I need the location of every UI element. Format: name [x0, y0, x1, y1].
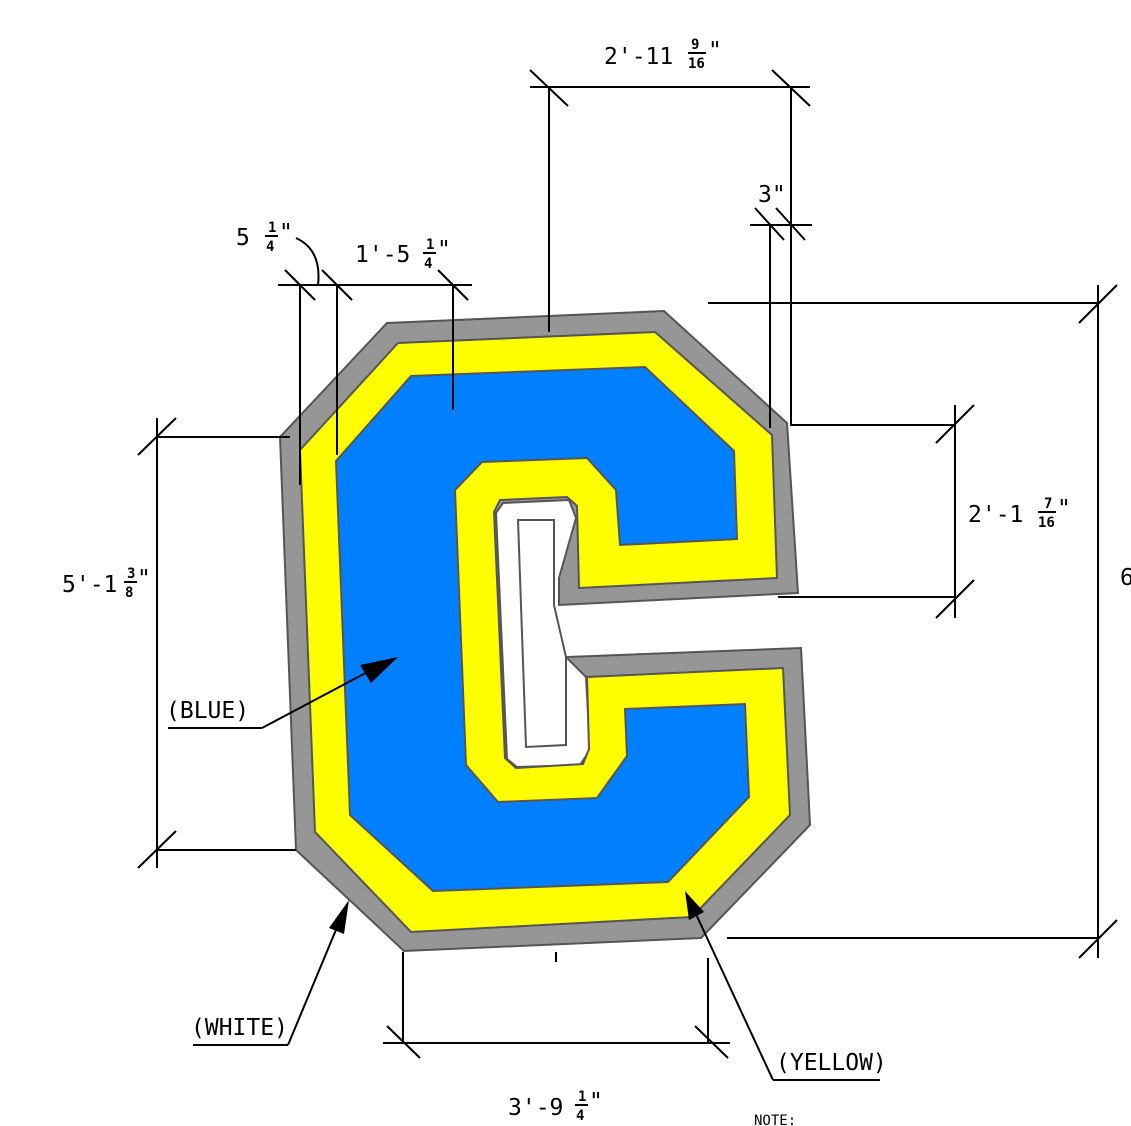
callout-yellow: (YELLOW)	[776, 1050, 887, 1076]
dim-top-width-den: 16	[688, 56, 705, 72]
dim-bottom-width-suffix: "	[589, 1089, 603, 1115]
dim-stroke-top-suffix: "	[437, 237, 451, 263]
callout-leaders	[168, 657, 880, 1081]
dim-corner-left-num: 1	[268, 220, 276, 236]
dim-left-height-suffix: "	[137, 566, 151, 592]
dim-top-width-num: 9	[691, 37, 699, 53]
dim-left-height-den: 8	[125, 585, 133, 601]
dim-bottom-width-num: 1	[578, 1089, 586, 1105]
dim-opening-suffix: "	[1057, 496, 1071, 522]
dim-opening-den: 16	[1038, 515, 1055, 531]
callout-white: (WHITE)	[191, 1015, 288, 1041]
dim-overall-height: 6	[1120, 565, 1131, 591]
letter-c	[278, 309, 812, 953]
dim-stroke-top-den: 4	[424, 256, 432, 272]
dim-opening-main: 2'-1	[968, 502, 1023, 528]
dimension-lines	[137, 69, 1118, 1059]
dim-stroke-top-num: 1	[426, 237, 434, 253]
white-inner-notch	[516, 519, 567, 749]
dim-edge-3in: 3"	[758, 182, 786, 208]
dim-bottom-width-den: 4	[576, 1108, 584, 1124]
dim-corner-left-den: 4	[266, 239, 274, 255]
blue-layer	[334, 365, 751, 893]
dim-corner-left-main: 5	[236, 225, 250, 251]
dim-bottom-width-main: 3'-9	[508, 1095, 563, 1121]
note-label: NOTE:	[754, 1113, 796, 1126]
callout-blue: (BLUE)	[166, 698, 249, 724]
dim-top-width-main: 2'-11	[604, 44, 673, 70]
dim-corner-left-suffix: "	[279, 220, 293, 246]
dimension-labels: 2'-11 9 16 " 3" 5 1 4 " 1'-5 1 4 " 5'-1 …	[62, 37, 1131, 1124]
dim-top-width-suffix: "	[708, 38, 722, 64]
dim-left-height-num: 3	[127, 566, 135, 582]
dim-left-height-main: 5'-1	[62, 572, 117, 598]
dim-opening-num: 7	[1044, 496, 1052, 512]
dim-stroke-top-main: 1'-5	[355, 242, 410, 268]
callout-labels: (BLUE) (WHITE) (YELLOW) NOTE:	[166, 698, 887, 1126]
